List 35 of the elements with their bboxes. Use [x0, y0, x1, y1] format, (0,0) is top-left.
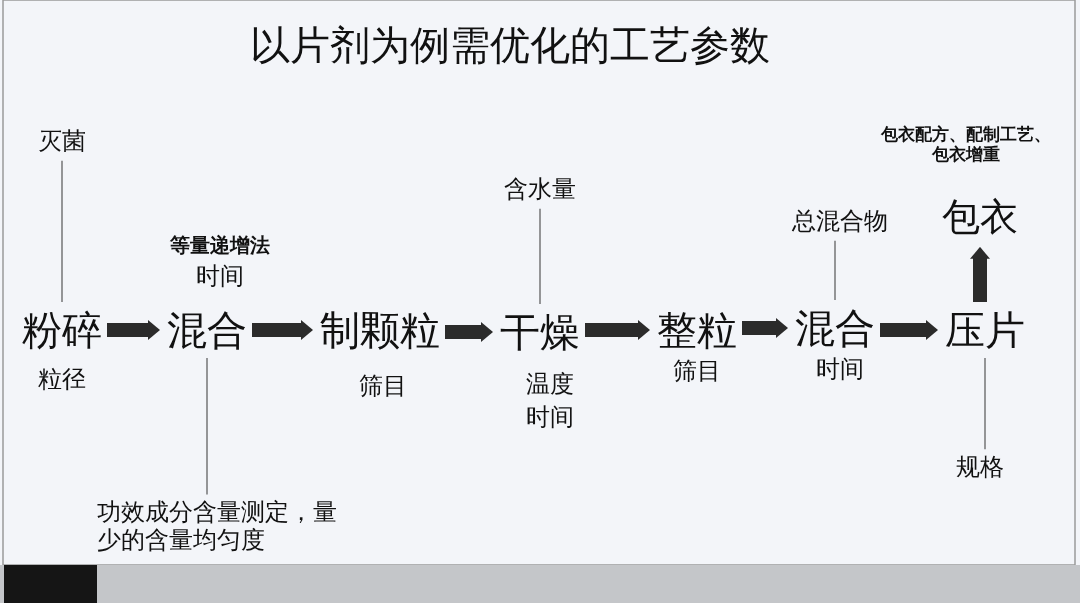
process-step: 制颗粒	[320, 307, 440, 353]
leader-line	[61, 160, 63, 303]
parameter-text: 总混合物	[792, 208, 888, 236]
arrow	[880, 320, 938, 340]
process-step: 干燥	[500, 309, 580, 355]
process-step: 粉碎	[22, 307, 102, 353]
parameter-text: 包衣配方、配制工艺、包衣增重	[880, 125, 1052, 165]
arrow	[970, 246, 990, 302]
leader-line	[984, 357, 986, 450]
parameter-text: 筛目	[359, 373, 407, 401]
parameter-text: 时间	[196, 263, 244, 291]
parameter-text: 规格	[956, 454, 1004, 482]
process-step: 混合	[167, 307, 247, 353]
arrow	[585, 320, 650, 340]
process-step: 压片	[945, 307, 1025, 353]
parameter-text: 时间	[526, 404, 574, 432]
leader-line	[539, 208, 541, 305]
arrow	[107, 320, 160, 340]
parameter-text: 时间	[816, 356, 864, 384]
parameter-text: 功效成分含量测定，量少的含量均匀度	[97, 499, 359, 555]
parameter-text: 等量递增法	[170, 233, 270, 257]
process-step: 整粒	[657, 307, 737, 353]
parameter-text: 粒径	[38, 366, 86, 394]
arrow	[445, 322, 493, 342]
parameter-text: 灭菌	[38, 128, 86, 156]
leader-line	[834, 240, 836, 301]
arrow	[252, 320, 313, 340]
title: 以片剂为例需优化的工艺参数	[250, 22, 770, 68]
process-step: 混合	[795, 305, 875, 351]
process-step: 包衣	[942, 196, 1018, 240]
parameter-text: 含水量	[504, 176, 576, 204]
leader-line	[206, 357, 208, 495]
parameter-text: 筛目	[673, 358, 721, 386]
parameter-text: 温度	[526, 371, 574, 399]
arrow	[742, 318, 788, 338]
